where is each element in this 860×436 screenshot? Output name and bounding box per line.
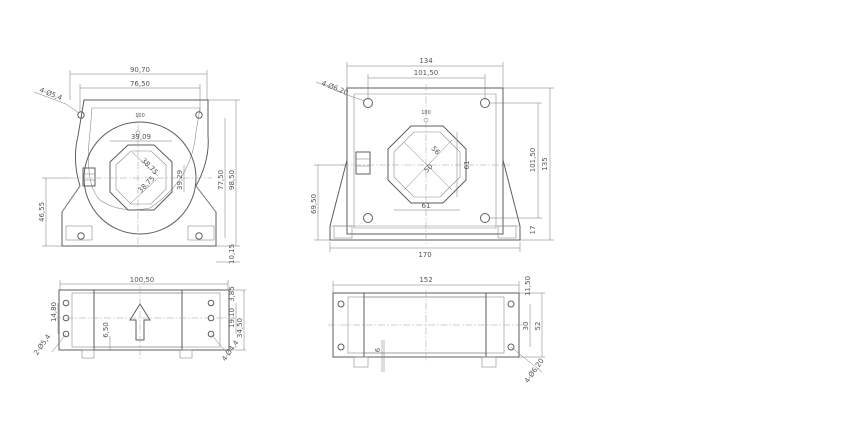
dim-aperture-height: 39,29	[176, 170, 184, 190]
dim-b-side-152: 152	[419, 276, 432, 284]
view-a-side: 100,50 14,80 3,85 6,50 19,10 34,50 2-Ø5,…	[32, 276, 246, 363]
hole-note-a: 4-Ø5,4	[38, 86, 63, 102]
dim-side-3: 3,85	[228, 286, 236, 302]
view-b-mount-hole	[363, 213, 373, 223]
dim-height-10: 10,15	[228, 244, 236, 264]
dim-b-diag-56: 56	[429, 145, 441, 157]
view-b-label: 100	[421, 110, 431, 116]
dim-side-width: 100,50	[130, 276, 155, 284]
dim-b-diag-50: 50	[423, 163, 435, 175]
view-b-front-aperture	[387, 125, 467, 204]
dim-b-width-101: 101,50	[414, 69, 439, 77]
dim-height-46: 46,55	[38, 202, 46, 222]
dim-side-14: 14,80	[50, 302, 58, 322]
view-a-mount-hole	[195, 111, 203, 119]
dim-b-side-6: 6	[374, 347, 382, 352]
dim-diag-1: 38,75	[139, 157, 159, 177]
dim-b-width-134: 134	[419, 57, 433, 65]
dim-b-height-135: 135	[541, 157, 549, 170]
hole-note-b: 4-Ø6,20	[320, 79, 349, 97]
view-b-side: 152 11,50 30 52 6 4-Ø6,20	[328, 276, 546, 385]
view-b-front: 134 101,50 100 56 50 61 61 170 101,50 13…	[310, 57, 554, 259]
dim-side-6: 6,50	[102, 322, 110, 338]
view-a-mount-hole	[77, 232, 85, 240]
view-a-mount-hole	[195, 232, 203, 240]
dim-width-inner: 76,50	[130, 80, 150, 88]
dim-b-61-horizontal: 61	[422, 202, 431, 210]
view-a-mount-hole	[77, 111, 85, 119]
dim-side-19: 19,10	[228, 308, 236, 328]
view-b-connector	[355, 151, 371, 175]
dim-height-98: 98,50	[228, 170, 236, 190]
dim-b-height-69: 69,50	[310, 194, 318, 214]
dim-b-height-17: 17	[529, 226, 537, 235]
view-a-side-outline	[58, 289, 230, 351]
view-b-mount-hole	[480, 213, 490, 223]
dim-height-77: 77,50	[217, 170, 225, 190]
view-a-label: 100	[135, 113, 145, 119]
hole-note-side-left: 2-Ø5,4	[32, 332, 52, 356]
hole-note-side-right: 4-Ø4,4	[220, 338, 240, 362]
dim-width-overall: 90,70	[130, 66, 150, 74]
view-a-front-aperture	[109, 144, 173, 211]
dim-b-height-101: 101,50	[529, 148, 537, 173]
current-direction-arrow-icon	[129, 303, 151, 341]
dim-b-side-52: 52	[534, 322, 542, 331]
dim-b-61-vertical: 61	[463, 161, 471, 170]
hole-note-b-side: 4-Ø6,20	[523, 357, 546, 385]
dim-b-side-30: 30	[522, 322, 530, 331]
view-a-front: 90,70 76,50 39,09 100 38,75 38,75 39,29 …	[33, 66, 240, 264]
dim-side-34: 34,50	[236, 318, 244, 338]
dim-b-side-11: 11,50	[524, 276, 532, 296]
view-a-connector	[82, 167, 96, 187]
dim-aperture-width: 39,09	[131, 133, 151, 141]
dim-diag-2: 38,75	[137, 175, 157, 195]
dim-b-width-170: 170	[418, 251, 431, 259]
